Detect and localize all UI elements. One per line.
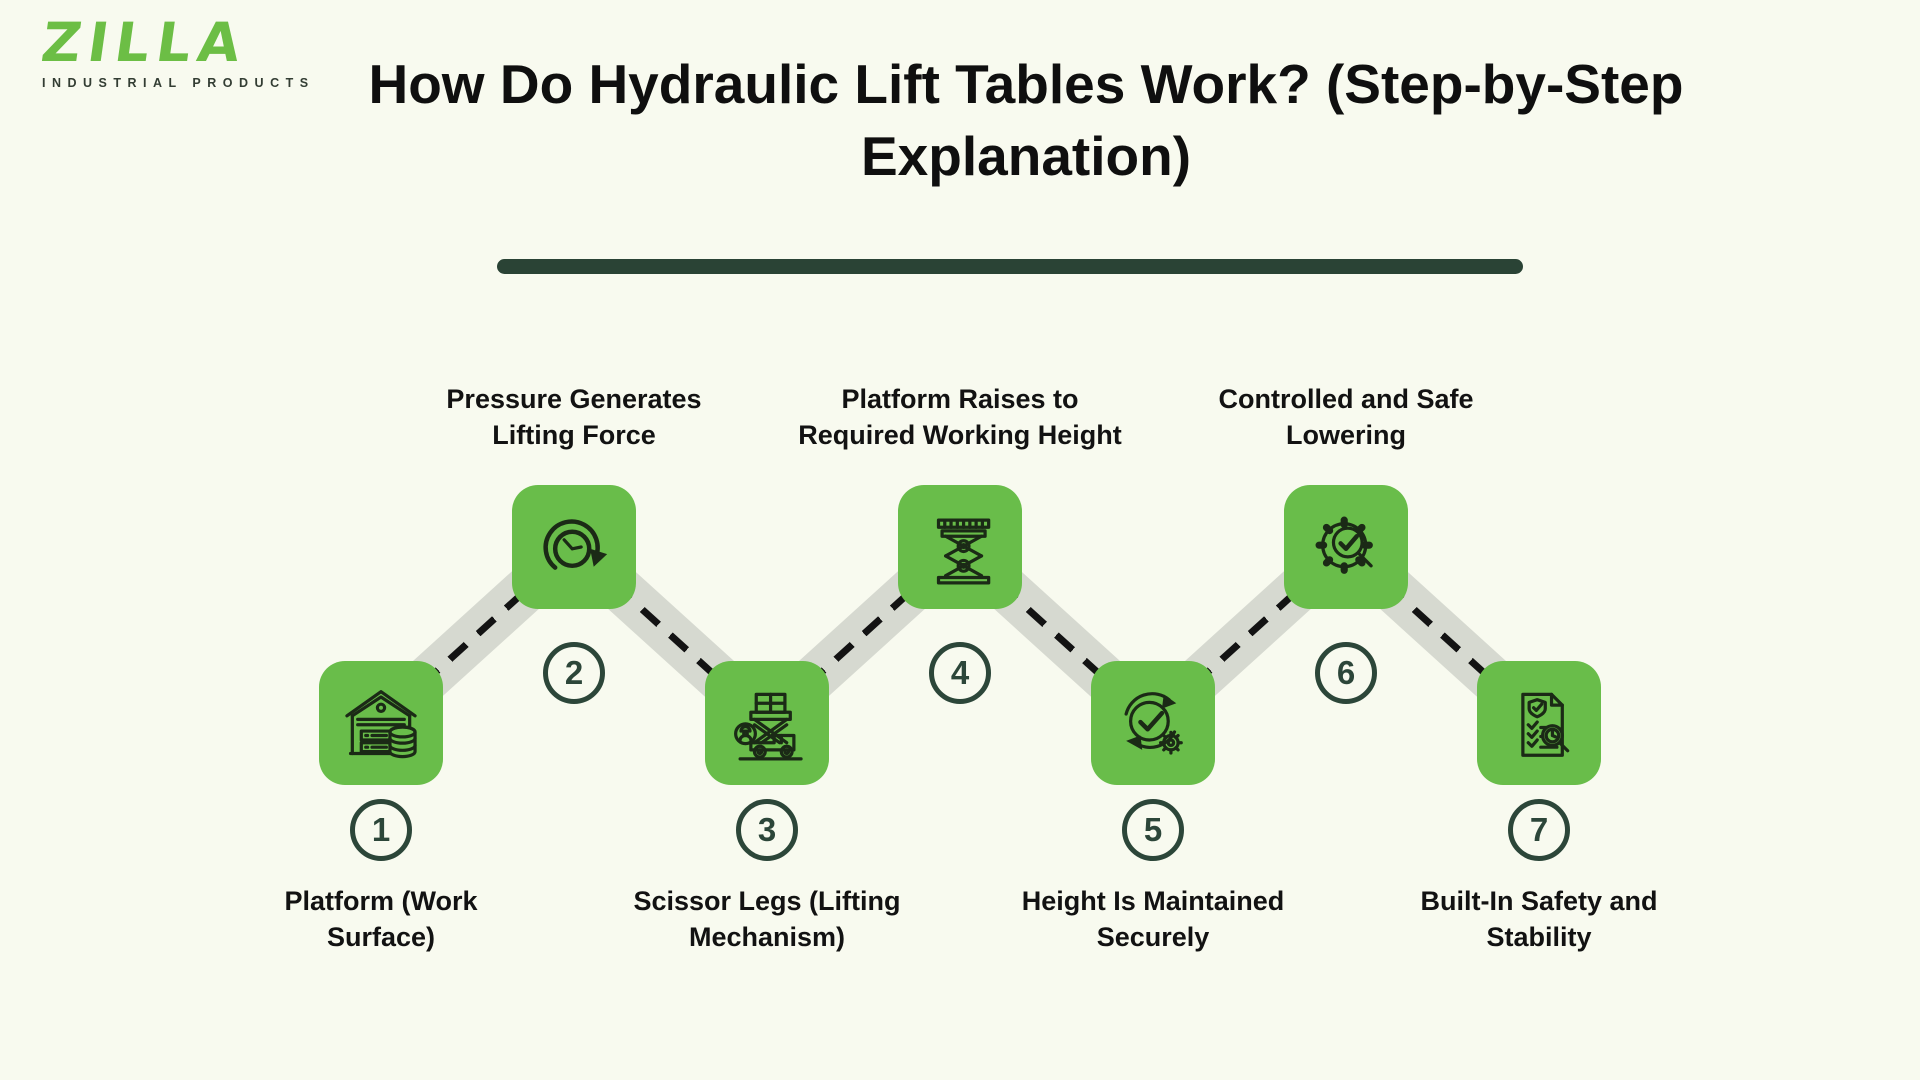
- title-divider: [497, 259, 1523, 274]
- brand-logo: ZILLA INDUSTRIAL PRODUCTS: [38, 11, 315, 90]
- step-5-number: 5: [1122, 799, 1184, 861]
- step-6-label: Controlled and Safe Lowering: [1218, 384, 1474, 450]
- step-3-icon-box: [705, 661, 829, 785]
- step-1-label: Platform (Work Surface): [284, 886, 478, 952]
- step-2-icon-box: [512, 485, 636, 609]
- step-7: 7 Built-In Safety and Stability: [1369, 661, 1709, 955]
- step-7-number-text: 7: [1529, 811, 1549, 848]
- step-3-number: 3: [736, 799, 798, 861]
- step-2-label: Pressure Generates Lifting Force: [446, 384, 702, 450]
- step-2-number: 2: [543, 642, 605, 704]
- step-5-icon-box: [1091, 661, 1215, 785]
- page-title-line1: How Do Hydraulic Lift Tables Work? (Step…: [368, 53, 1684, 115]
- page-title: How Do Hydraulic Lift Tables Work? (Step…: [366, 48, 1686, 192]
- page-title-line2: Explanation): [860, 125, 1192, 187]
- step-6: Controlled and Safe Lowering 6: [1176, 378, 1516, 704]
- brand-tagline: INDUSTRIAL PRODUCTS: [42, 76, 315, 90]
- step-6-number: 6: [1315, 642, 1377, 704]
- step-3-number-text: 3: [757, 811, 777, 848]
- step-4-label: Platform Raises to Required Working Heig…: [798, 384, 1122, 450]
- step-4-number-text: 4: [950, 654, 970, 691]
- step-5: 5 Height Is Maintained Securely: [983, 661, 1323, 955]
- secure-check-gear-icon: [1124, 692, 1183, 755]
- scissor-lift-table-icon: [936, 518, 991, 585]
- step-3-label: Scissor Legs (Lifting Mechanism): [633, 886, 901, 952]
- gear-inspection-icon: [1315, 516, 1373, 574]
- warehouse-icon: [345, 690, 417, 759]
- step-6-number-text: 6: [1336, 654, 1356, 691]
- pressure-clock-icon: [543, 519, 608, 570]
- step-1-number-text: 1: [371, 811, 391, 848]
- step-7-number: 7: [1508, 799, 1570, 861]
- step-7-icon-box: [1477, 661, 1601, 785]
- brand-name: ZILLA: [37, 11, 252, 74]
- step-2-number-text: 2: [564, 654, 584, 691]
- safety-checklist-icon: [1521, 692, 1570, 757]
- step-1: 1 Platform (Work Surface): [211, 661, 551, 955]
- step-2: Pressure Generates Lifting Force 2: [404, 378, 744, 704]
- scissor-lift-truck-icon: [734, 692, 803, 761]
- step-1-number: 1: [350, 799, 412, 861]
- step-5-label: Height Is Maintained Securely: [1021, 886, 1285, 952]
- step-1-icon-box: [319, 661, 443, 785]
- step-4-number: 4: [929, 642, 991, 704]
- step-3: 3 Scissor Legs (Lifting Mechanism): [597, 661, 937, 955]
- step-7-label: Built-In Safety and Stability: [1420, 886, 1658, 952]
- step-4-icon-box: [898, 485, 1022, 609]
- step-5-number-text: 5: [1143, 811, 1163, 848]
- step-4: Platform Raises to Required Working Heig…: [790, 378, 1130, 704]
- step-6-icon-box: [1284, 485, 1408, 609]
